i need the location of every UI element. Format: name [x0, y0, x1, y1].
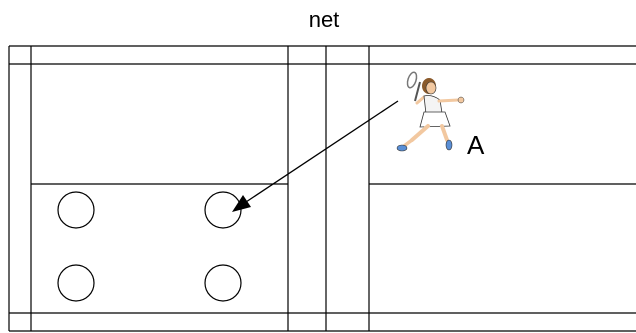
- player-label: A: [467, 130, 485, 160]
- target-circle-bottom-right: [204, 264, 242, 302]
- target-circle-top-right: [204, 191, 242, 229]
- court-lines: [8, 45, 636, 332]
- target-circle-bottom-left: [57, 264, 95, 302]
- tennis-player-icon: [396, 71, 465, 152]
- net-label: net: [309, 7, 340, 32]
- target-circle-top-left: [57, 191, 95, 229]
- arrow-icon: [232, 100, 399, 212]
